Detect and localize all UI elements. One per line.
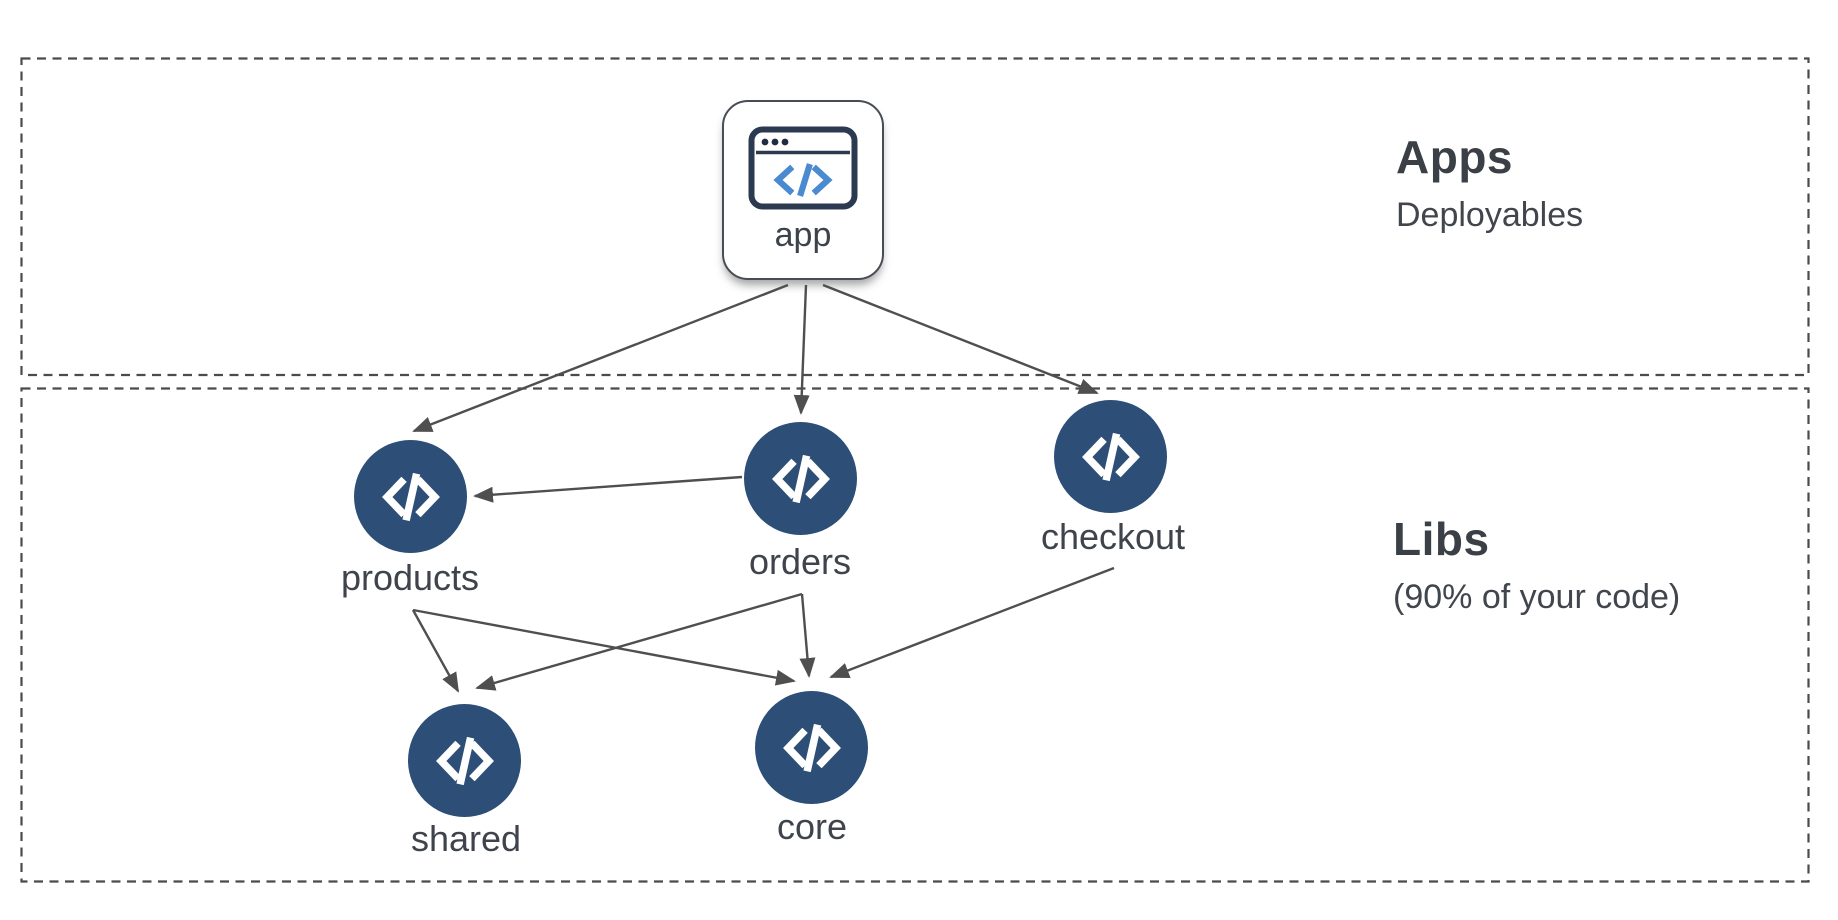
edge-products-core	[412, 608, 796, 686]
edge-orders-shared	[475, 592, 803, 691]
node-products-label: products	[340, 557, 480, 598]
edge-app-products	[412, 283, 789, 433]
node-orders-label: orders	[748, 541, 852, 582]
edge-orders-core	[799, 593, 816, 678]
node-orders	[744, 422, 857, 535]
node-checkout	[1054, 400, 1167, 513]
libs-zone-subtitle: (90% of your code)	[1393, 578, 1681, 616]
edge-checkout-core	[829, 566, 1115, 679]
node-core	[755, 691, 868, 804]
node-app-label: app	[774, 216, 832, 254]
code-icon	[782, 723, 841, 772]
node-products	[354, 440, 467, 553]
code-icon	[771, 454, 830, 503]
code-icon	[381, 472, 440, 521]
node-shared-label: shared	[410, 818, 522, 859]
apps-zone-subtitle: Deployables	[1396, 196, 1584, 234]
edge-app-checkout	[822, 283, 1099, 395]
libs-zone-title: Libs	[1393, 513, 1490, 565]
browser-code-icon	[748, 126, 858, 210]
code-icon	[1081, 432, 1140, 481]
libs-zone-label: Libs (90% of your code)	[1393, 512, 1680, 617]
node-checkout-label: checkout	[1040, 516, 1186, 557]
edge-orders-products	[473, 475, 743, 503]
apps-zone-title: Apps	[1396, 131, 1513, 183]
node-shared	[408, 704, 521, 817]
edge-products-shared	[411, 609, 460, 693]
node-core-label: core	[776, 806, 848, 847]
apps-zone-label: Apps Deployables	[1396, 130, 1583, 235]
edge-app-orders	[793, 284, 810, 415]
node-app: app	[722, 100, 884, 280]
code-icon	[435, 736, 494, 785]
